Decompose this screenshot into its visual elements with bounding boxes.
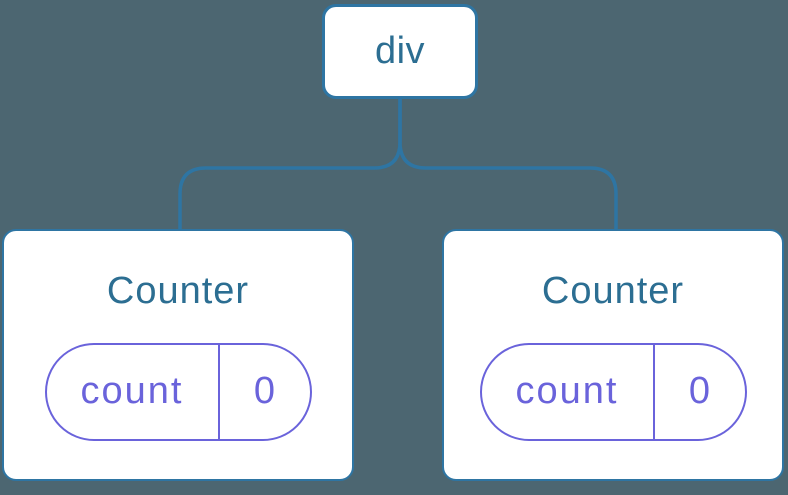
state-value: 0 (688, 370, 711, 413)
state-value: 0 (253, 370, 276, 413)
state-key: count (47, 344, 220, 439)
state-pill: count 0 (44, 342, 312, 441)
state-key: count (482, 344, 655, 439)
counter-card-right: Counter count 0 (442, 229, 784, 481)
root-node: div (322, 4, 478, 99)
connector-right-branch (398, 96, 618, 230)
root-node-label: div (374, 30, 426, 72)
state-pill: count 0 (479, 342, 747, 441)
component-title: Counter (106, 270, 250, 312)
component-title: Counter (541, 270, 685, 312)
connector-left-branch (178, 96, 402, 230)
counter-card-left: Counter count 0 (2, 229, 354, 481)
